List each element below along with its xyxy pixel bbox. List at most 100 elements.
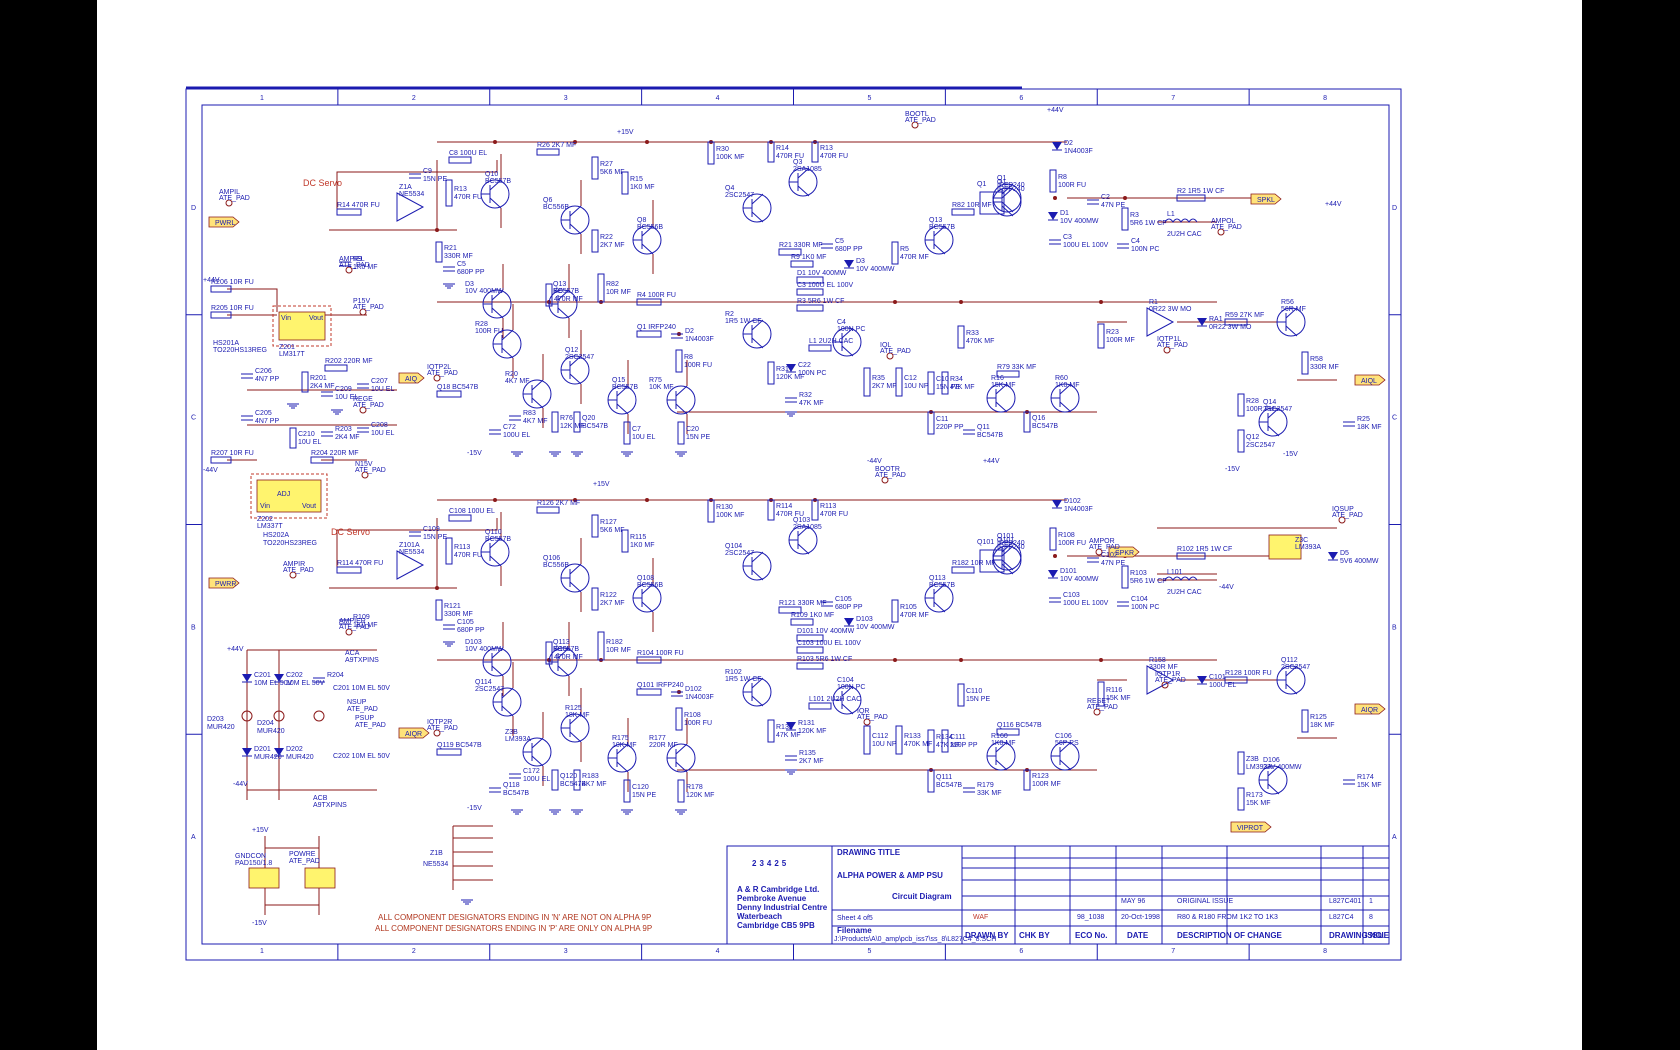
resistor-value: 330R MF: [1310, 364, 1339, 371]
resistor-value: 470R MF: [554, 296, 583, 303]
capacitor-ref: C4: [1131, 238, 1140, 245]
resistor: [445, 537, 453, 565]
net-flag-label: AIQR: [1361, 707, 1378, 714]
resistor-label: R3 5R6 1W CF: [797, 298, 844, 305]
capacitor-value: 100U EL 100V: [1063, 242, 1109, 249]
resistor-ref: R132: [776, 724, 793, 731]
resistor-value: 10R MF: [606, 647, 631, 654]
resistor: [623, 779, 631, 803]
net-flag: [398, 727, 430, 739]
dc-servo-label-bottom: DC Servo: [331, 527, 370, 537]
resistor-value: 120K MF: [776, 374, 804, 381]
resistor: [941, 729, 949, 753]
transistor-emitter: [751, 211, 764, 223]
heatsink-ref: HS202A: [263, 532, 289, 539]
diode-ref: C22: [798, 362, 811, 369]
transistor: [492, 687, 522, 717]
resistor-ref: R108: [1058, 532, 1075, 539]
resistor: [210, 285, 232, 293]
transistor: [560, 713, 590, 743]
mosfet-ref: Q101: [977, 539, 994, 546]
inductor: [1164, 218, 1198, 223]
resistor-ref: C10: [936, 376, 949, 383]
zone-column-bottom: 6: [1019, 948, 1023, 955]
transistor-type: 2SC2547: [725, 550, 754, 557]
resistor-value: 47K MF: [776, 732, 801, 739]
junction-dot: [493, 498, 497, 502]
resistor-value: BC547B: [582, 423, 608, 430]
resistor: [927, 411, 935, 435]
revision-header: CHK BY: [1019, 931, 1050, 940]
pad-ref: NSUP: [347, 699, 367, 706]
transistor-emitter: [489, 555, 502, 567]
drawing-title: ALPHA POWER & AMP PSU: [837, 871, 943, 880]
ic-package: [278, 311, 326, 341]
transistor: [742, 193, 772, 223]
resistor-ref: R8: [1058, 174, 1067, 181]
resistor-ref: Z3B: [1246, 756, 1259, 763]
diode-ref: D202: [286, 746, 303, 753]
mosfet: [979, 191, 1005, 215]
transistor-ref: Q13: [929, 217, 942, 224]
resistor-label: R4 100R FU: [637, 292, 676, 299]
capacitor-ref: R109: [353, 614, 370, 621]
transistor-emitter: [1285, 325, 1298, 337]
revision-cell: WAF: [973, 914, 988, 921]
resistor-label: R59 27K MF: [1225, 312, 1264, 319]
heatsink-outline: [250, 473, 328, 519]
diode-value: 100N PC: [798, 370, 826, 377]
transistor-collector: [569, 563, 582, 575]
resistor-value: 100R FU: [1246, 406, 1274, 413]
transistor-collector: [751, 677, 764, 689]
transistor-collector: [501, 329, 514, 341]
pad-ref: ACB: [313, 795, 328, 802]
transistor: [1258, 407, 1288, 437]
resistor: [324, 364, 348, 372]
revision-cell: L827C401: [1329, 898, 1361, 905]
transistor-ref: C106: [1055, 733, 1072, 740]
capacitor-ref: R32: [799, 392, 812, 399]
junction-dot: [1099, 658, 1103, 662]
resistor-label: D1 10V 400MW: [797, 270, 847, 277]
transistor-ref: D106: [1263, 757, 1280, 764]
capacitor-value: 47N PE: [1101, 560, 1125, 567]
test-pad-type: ATE_PAD: [427, 725, 458, 732]
pad-type: A9TXPINS: [313, 802, 347, 809]
transistor-collector: [1059, 741, 1072, 753]
transistor-type: 2SA1085: [793, 524, 822, 531]
transistor-emitter: [501, 347, 514, 359]
transistor-collector: [751, 193, 764, 205]
resistor-value: 1K0 MF: [630, 184, 655, 191]
transistor-ref: R75: [649, 377, 662, 384]
capacitor-ref: R179: [977, 782, 994, 789]
resistor-ref: Q120: [560, 773, 577, 780]
transistor-type: 10K MF: [649, 384, 674, 391]
resistor-ref: R114: [776, 503, 792, 510]
pad-type: ATE_PAD: [355, 722, 386, 729]
test-pad-type: ATE_PAD: [353, 304, 384, 311]
capacitor-ref: C102: [1101, 552, 1118, 559]
transistor: [832, 685, 862, 715]
resistor: [796, 304, 824, 312]
resistor: [767, 499, 775, 521]
net-flag-label: PWRR: [215, 581, 236, 588]
resistor-value: 100K MF: [716, 512, 744, 519]
capacitor-ref: C209: [335, 386, 352, 393]
ac-pin: [273, 710, 285, 722]
test-pad: [361, 471, 369, 479]
transistor-ref: R175: [612, 735, 629, 742]
resistor-label: R207 10R FU: [211, 450, 254, 457]
transistor-type: 1R5 1W CF: [725, 318, 762, 325]
opamp: [1146, 665, 1175, 695]
transistor-type: 2SC2547: [475, 686, 504, 693]
resistor: [1121, 207, 1129, 231]
net-flag: [1108, 546, 1140, 558]
test-pad-ref: BOOTL: [905, 111, 929, 118]
resistor-ref: R15: [630, 176, 643, 183]
transistor: [632, 225, 662, 255]
zone-row-right: D: [1392, 205, 1397, 212]
resistor: [621, 171, 629, 195]
revision-header: DESCRIPTION OF CHANGE: [1177, 931, 1283, 940]
transistor: [1050, 383, 1080, 413]
